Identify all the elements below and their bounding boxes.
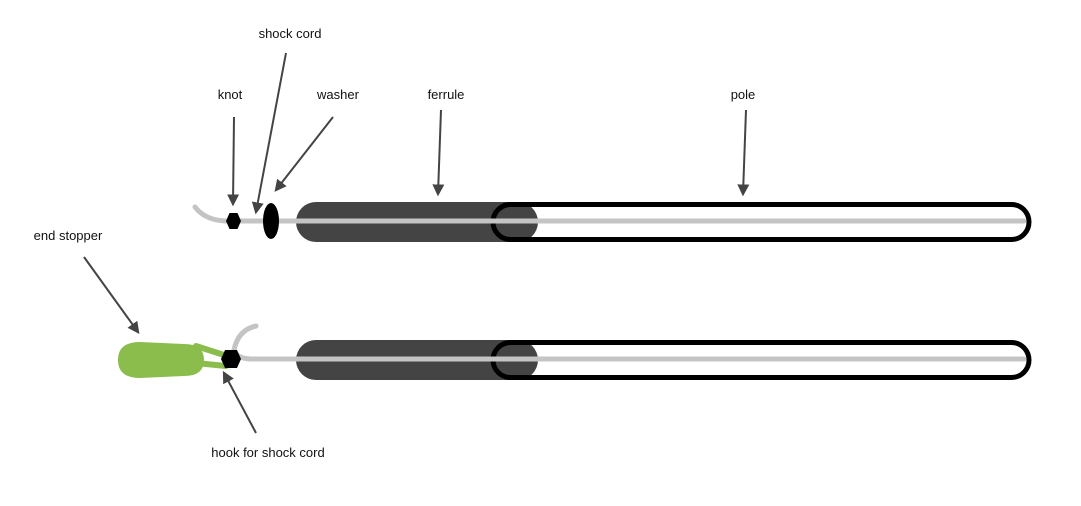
knot-bottom xyxy=(221,350,241,368)
arrow-ferrule xyxy=(432,109,445,197)
top-assembly xyxy=(192,202,1032,242)
arrows xyxy=(83,52,750,434)
arrow-knot xyxy=(227,116,240,207)
bottom-assembly xyxy=(118,323,1032,380)
arrow-hook xyxy=(222,370,257,434)
label-shock-cord: shock cord xyxy=(259,26,322,41)
label-pole: pole xyxy=(731,87,756,102)
shock-cord-top xyxy=(192,204,1027,224)
arrow-pole xyxy=(737,109,750,197)
knot-top xyxy=(226,213,241,229)
hook-prong-upper xyxy=(193,343,227,358)
label-hook: hook for shock cord xyxy=(211,445,324,460)
label-knot: knot xyxy=(218,87,243,102)
label-end-stopper: end stopper xyxy=(34,228,103,243)
arrow-shock-cord xyxy=(251,52,287,215)
arrow-washer xyxy=(274,116,334,192)
washer-top xyxy=(263,203,279,239)
labels: shock cord knot washer ferrule pole end … xyxy=(34,26,756,460)
arrow-end-stopper xyxy=(83,256,140,334)
label-washer: washer xyxy=(316,87,360,102)
end-stopper xyxy=(118,342,204,378)
label-ferrule: ferrule xyxy=(428,87,465,102)
